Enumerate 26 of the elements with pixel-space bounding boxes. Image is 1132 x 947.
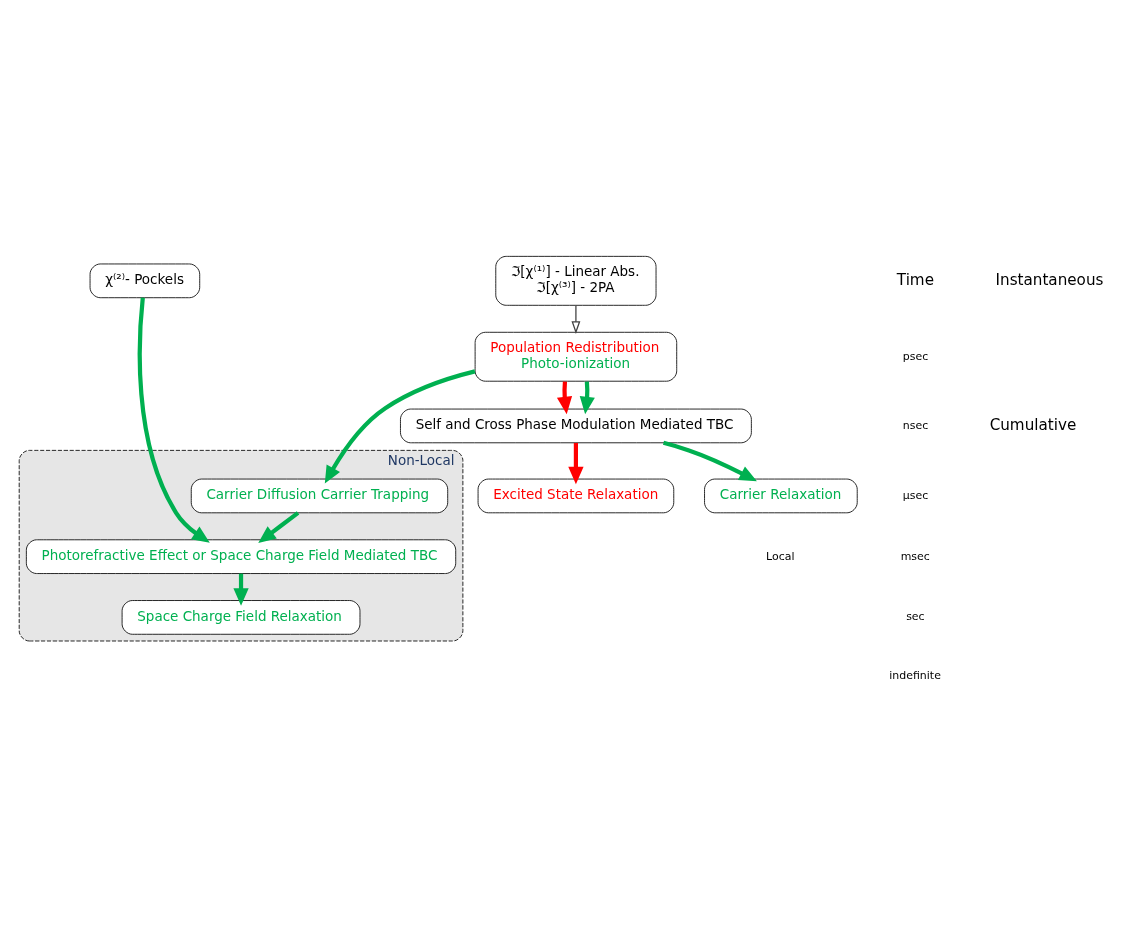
label: nsec xyxy=(902,418,929,432)
node-box: Carrier Diffusion Carrier Trapping xyxy=(190,478,449,513)
arrow xyxy=(556,380,573,414)
label: indefinite xyxy=(889,668,941,682)
node-box: Carrier Relaxation xyxy=(704,478,858,513)
arrow xyxy=(258,510,300,543)
arrow xyxy=(571,304,581,334)
label: msec xyxy=(900,549,930,563)
node-box: ℑ[χ⁽¹⁾] - Linear Abs. ℑ[χ⁽³⁾] - 2PA xyxy=(495,255,657,306)
node-box: Population Redistribution Photo-ionization xyxy=(474,331,678,382)
label: Local xyxy=(766,549,795,563)
arrow xyxy=(137,297,210,543)
label: Cumulative xyxy=(989,415,1077,434)
arrow xyxy=(324,368,476,484)
arrow xyxy=(662,440,757,481)
label: psec xyxy=(902,349,929,363)
node-box: Excited State Relaxation xyxy=(477,478,675,513)
label: sec xyxy=(906,609,925,623)
node-box: Space Charge Field Relaxation xyxy=(121,599,361,635)
label: Time xyxy=(896,270,935,289)
label: Instantaneous xyxy=(995,270,1104,289)
label: µsec xyxy=(902,488,929,502)
node-box: Self and Cross Phase Modulation Mediated TBC xyxy=(400,408,752,443)
node-box: Photorefractive Effect or Space Charge Field Mediated TBC xyxy=(25,538,457,574)
node-box: χ⁽²⁾- Pockels xyxy=(89,263,201,298)
arrow xyxy=(568,442,584,484)
